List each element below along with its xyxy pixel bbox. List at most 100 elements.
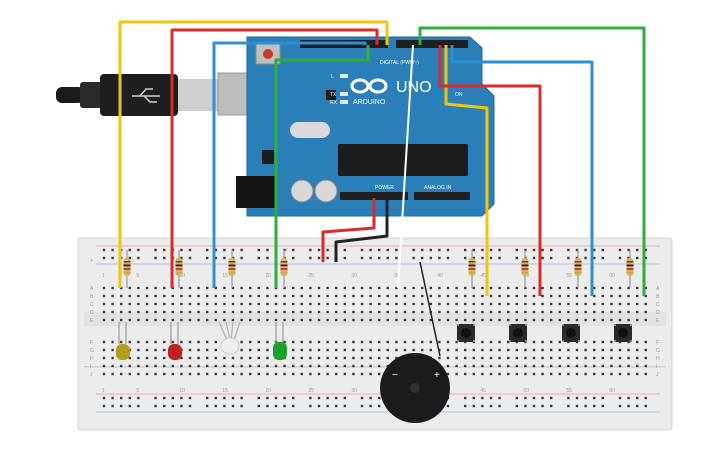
hole	[627, 372, 630, 376]
hole	[618, 302, 622, 306]
reset-button[interactable]	[263, 49, 273, 59]
rail-hole	[180, 404, 183, 408]
resistor-band	[626, 271, 634, 274]
hole	[550, 310, 553, 314]
hole	[214, 364, 217, 368]
hole	[610, 302, 613, 306]
rail-hole	[567, 256, 570, 260]
hole	[309, 348, 312, 352]
hole	[472, 302, 475, 306]
rail-hole	[163, 396, 166, 400]
hole	[636, 372, 639, 376]
hole	[120, 364, 123, 368]
hole	[326, 294, 329, 298]
hole	[593, 348, 596, 352]
hole	[438, 340, 441, 344]
hole	[249, 310, 252, 314]
rail-hole	[395, 248, 398, 252]
hole	[567, 318, 570, 322]
hole	[429, 348, 432, 352]
hole	[601, 310, 604, 314]
rail-hole	[627, 404, 630, 408]
hole	[429, 294, 432, 298]
hole	[455, 302, 458, 306]
hole	[240, 372, 243, 376]
hole	[249, 372, 252, 376]
hole	[249, 364, 252, 368]
hole	[550, 340, 553, 344]
hole	[180, 356, 183, 360]
rail-hole	[128, 396, 131, 400]
hole	[317, 340, 321, 344]
row-letter: F	[90, 340, 93, 346]
column-number: 25	[308, 388, 314, 394]
hole	[446, 356, 450, 360]
hole	[498, 372, 501, 376]
hole	[515, 302, 518, 306]
hole	[188, 340, 192, 344]
push-button[interactable]	[614, 324, 632, 342]
hole	[584, 310, 587, 314]
hole	[266, 318, 269, 322]
rail-hole	[550, 256, 553, 260]
rail-hole	[498, 396, 501, 400]
hole	[438, 294, 441, 298]
hole	[429, 286, 432, 290]
hole	[102, 302, 106, 306]
hole	[429, 302, 432, 306]
hole	[438, 318, 441, 322]
wire-green-right	[418, 26, 646, 296]
push-button[interactable]	[562, 324, 580, 342]
arduino-logo-icon	[350, 78, 388, 94]
hole	[593, 356, 596, 360]
hole	[180, 310, 183, 314]
hole	[309, 364, 312, 368]
hole	[197, 372, 200, 376]
hole	[636, 340, 639, 344]
hole	[292, 286, 295, 290]
column-number: 1	[102, 388, 105, 394]
rail-hole	[343, 396, 346, 400]
hole	[515, 356, 518, 360]
push-button[interactable]	[509, 324, 527, 342]
hole	[360, 294, 364, 298]
rail-hole	[421, 248, 424, 252]
hole	[300, 318, 303, 322]
hole	[524, 318, 527, 322]
row-letter: G	[90, 348, 94, 354]
hole	[240, 348, 243, 352]
hole	[240, 302, 243, 306]
hole	[343, 310, 346, 314]
rail-hole	[120, 404, 123, 408]
rail-hole	[369, 404, 372, 408]
hole	[464, 356, 467, 360]
hole	[386, 318, 389, 322]
hole	[317, 318, 321, 322]
rail-hole	[154, 404, 157, 408]
hole	[386, 286, 389, 290]
hole	[472, 364, 475, 368]
hole	[429, 318, 432, 322]
hole	[541, 302, 544, 306]
rail-hole	[137, 256, 140, 260]
hole	[532, 340, 536, 344]
hole	[154, 348, 157, 352]
led-red	[168, 322, 182, 360]
hole	[567, 286, 570, 290]
hole	[378, 286, 381, 290]
hole	[636, 310, 639, 314]
hole	[335, 364, 338, 368]
hole	[128, 318, 131, 322]
hole	[343, 372, 346, 376]
rail-hole	[489, 404, 493, 408]
row-letter: D	[656, 310, 660, 316]
rail-hole	[601, 248, 604, 252]
rail-hole	[343, 404, 346, 408]
push-button[interactable]	[457, 324, 475, 342]
hole	[395, 294, 398, 298]
hole	[317, 372, 321, 376]
hole	[395, 318, 398, 322]
hole	[300, 310, 303, 314]
hole	[541, 286, 544, 290]
